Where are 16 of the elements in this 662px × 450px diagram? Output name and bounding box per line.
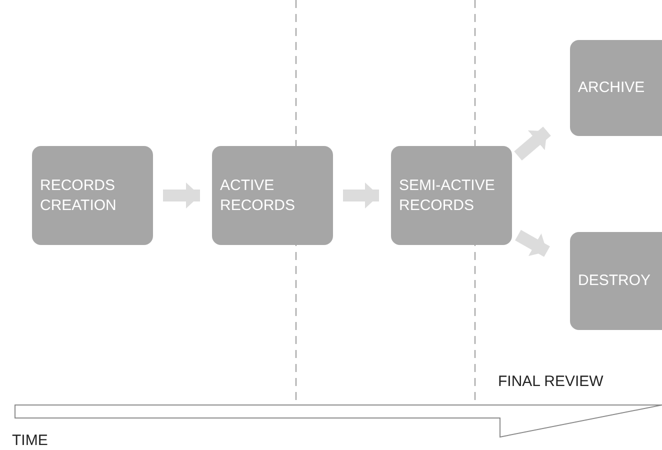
process-box — [32, 146, 153, 245]
phase-label: FINAL REVIEW — [498, 373, 604, 390]
box-label: ARCHIVE — [578, 78, 645, 98]
process-box — [570, 232, 662, 330]
arrow — [515, 230, 550, 257]
arrow — [343, 182, 379, 208]
box-label: RECORDS CREATION — [40, 176, 118, 216]
process-box — [570, 40, 662, 136]
process-box — [212, 146, 333, 245]
process-box — [391, 146, 512, 245]
axis-label: TIME — [12, 432, 48, 449]
box-label: SEMI-ACTIVE RECORDS — [399, 176, 496, 216]
box-label: ACTIVE RECORDS — [220, 176, 296, 216]
box-label: DESTROY — [578, 271, 651, 291]
arrow — [163, 182, 200, 208]
arrow — [514, 126, 551, 160]
